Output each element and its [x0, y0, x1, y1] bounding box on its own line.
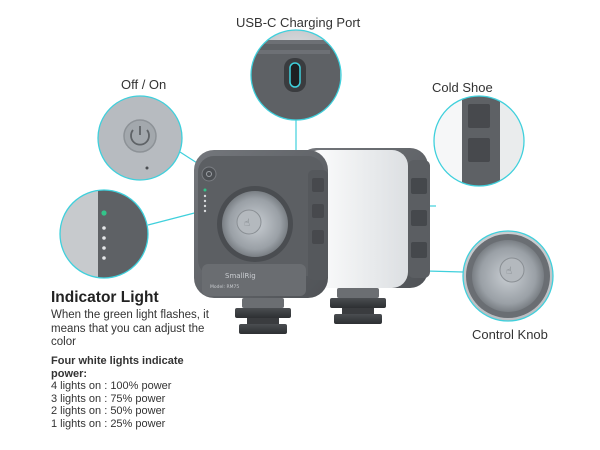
- rear-light-unit: [298, 148, 430, 288]
- cold-shoe-label: Cold Shoe: [432, 80, 493, 95]
- power-level-item: 1 lights on : 25% power: [51, 417, 166, 430]
- power-level-item: 4 lights on : 100% power: [51, 380, 172, 392]
- power-button-bubble: [97, 95, 183, 181]
- svg-text:☝: ☝: [244, 218, 250, 229]
- power-levels: Four white lights indicate power: 4 ligh…: [51, 355, 201, 430]
- control-knob-label: Control Knob: [472, 327, 548, 342]
- power-level-item: 2 lights on : 50% power: [51, 405, 166, 417]
- model-text: Model: RM75: [210, 284, 239, 290]
- power-button-label: Off / On: [121, 77, 167, 92]
- cold-shoe-bubble: [433, 95, 525, 187]
- svg-text:☝: ☝: [506, 266, 512, 277]
- brand-mark: SmallRig: [225, 272, 256, 280]
- indicator-description: When the green light flashes, it means t…: [51, 309, 209, 348]
- usb-port-label: USB-C Charging Port: [236, 15, 361, 30]
- front-light-unit: ☝ SmallRig Model: RM75: [194, 150, 328, 298]
- usb-port-bubble: [250, 29, 342, 121]
- indicator-bubble: [59, 189, 149, 279]
- front-cold-shoe: [235, 298, 291, 334]
- power-level-item: 3 lights on : 75% power: [51, 392, 166, 405]
- rear-cold-shoe: [330, 288, 386, 324]
- indicator-title: Indicator Light: [51, 289, 159, 306]
- control-knob-bubble: ☝: [462, 230, 554, 322]
- power-levels-heading: Four white lights indicate power:: [51, 355, 184, 380]
